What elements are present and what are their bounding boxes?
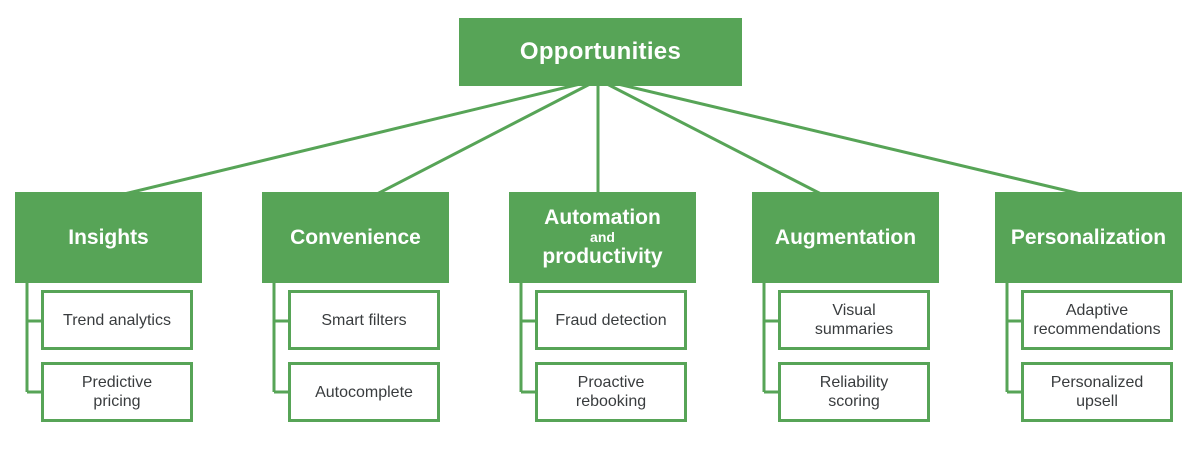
edge-root-insights [119, 82, 581, 197]
child-node-trend-analytics: Trend analytics [41, 290, 193, 350]
child-node-proactive-rebooking: Proactive rebooking [535, 362, 687, 422]
branch-header-convenience: Convenience [262, 192, 449, 283]
edge-root-convenience [374, 82, 591, 197]
branch-header-personalization: Personalization [995, 192, 1182, 283]
child-node-adaptive-recommendations: Adaptive recommendations [1021, 290, 1173, 350]
child-node-label: Proactive rebooking [575, 374, 647, 410]
child-node-label: Visual summaries [814, 302, 894, 338]
child-node-label: Smart filters [321, 311, 407, 329]
child-node-autocomplete: Autocomplete [288, 362, 440, 422]
root-node-opportunities: Opportunities [459, 18, 742, 86]
child-node-label: Personalized upsell [1050, 374, 1144, 410]
child-node-label: Reliability scoring [819, 374, 889, 410]
branch-header-label-line-3: productivity [542, 245, 663, 268]
child-node-label: Adaptive recommendations [1033, 302, 1161, 338]
branch-header-augmentation: Augmentation [752, 192, 939, 283]
branch-header-label-line-2: and [590, 229, 615, 245]
child-node-smart-filters: Smart filters [288, 290, 440, 350]
branch-header-label: Insights [68, 225, 149, 249]
branch-header-label: Personalization [1010, 225, 1167, 249]
edge-root-personalization [617, 82, 1086, 197]
child-node-visual-summaries: Visual summaries [778, 290, 930, 350]
branch-header-insights: Insights [15, 192, 202, 283]
branch-header-label: Convenience [290, 225, 421, 249]
child-node-label: Fraud detection [555, 311, 667, 329]
child-node-label: Autocomplete [315, 383, 413, 401]
root-node-label: Opportunities [519, 38, 682, 65]
branch-header-label-line-1: Automation [544, 206, 661, 229]
branch-header-label: Augmentation [774, 225, 917, 249]
child-node-personalized-upsell: Personalized upsell [1021, 362, 1173, 422]
branch-header-automation-productivity: Automation and productivity [509, 192, 696, 283]
child-node-label: Predictive pricing [81, 374, 153, 410]
child-node-label: Trend analytics [63, 311, 171, 329]
edge-root-augmentation [606, 82, 824, 197]
child-node-reliability-scoring: Reliability scoring [778, 362, 930, 422]
child-node-fraud-detection: Fraud detection [535, 290, 687, 350]
child-node-predictive-pricing: Predictive pricing [41, 362, 193, 422]
